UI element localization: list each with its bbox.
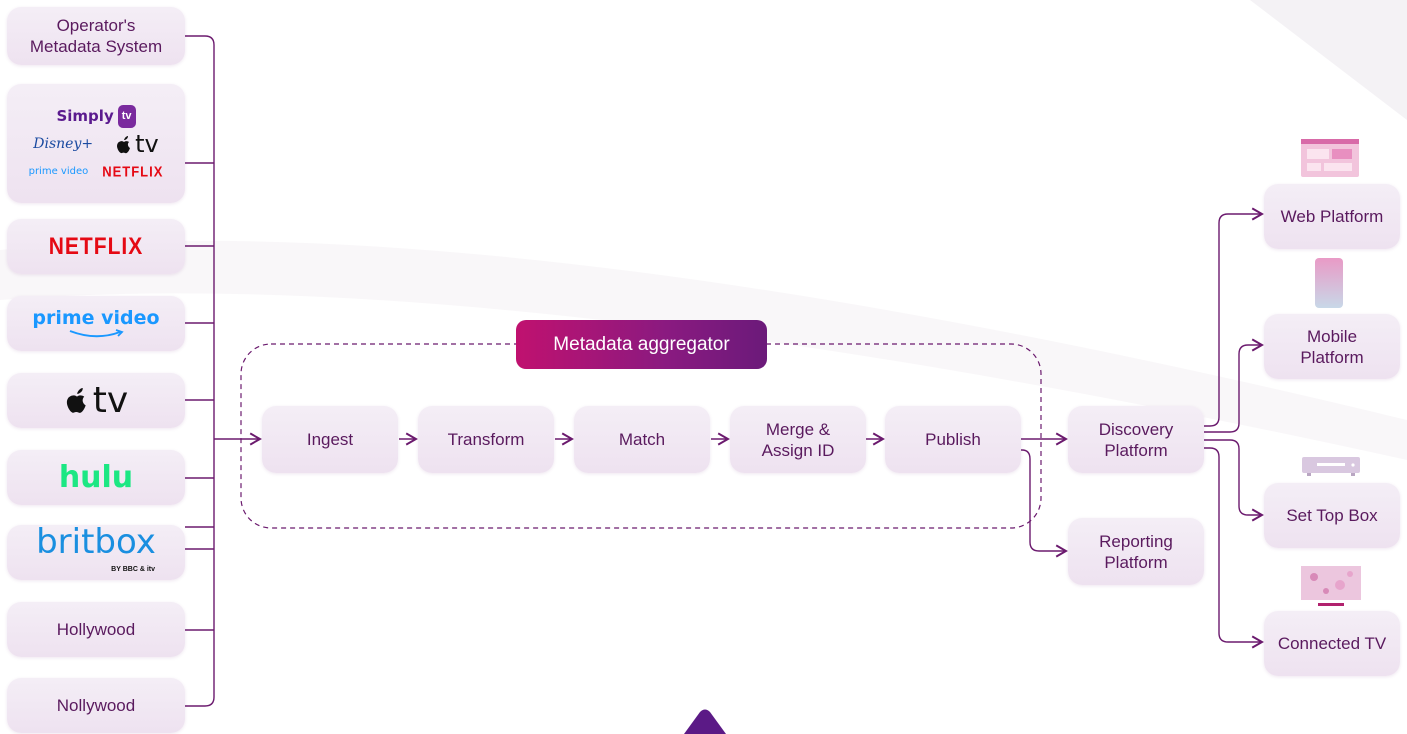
source-britbox: britbox BY BBC & itv <box>7 525 185 580</box>
step-ingest: Ingest <box>262 406 398 473</box>
decorative-shape <box>684 709 726 734</box>
step-match: Match <box>574 406 710 473</box>
apple-tv-wordmark: tv <box>135 130 159 158</box>
britbox-logo: britbox <box>36 522 156 562</box>
source-nollywood: Nollywood <box>7 678 185 733</box>
source-netflix: NETFLIX <box>7 219 185 274</box>
set-top-box-icon <box>1302 457 1360 476</box>
source-label: Operator's Metadata System <box>29 16 163 56</box>
apple-tv-logo: tv <box>115 130 159 158</box>
amazon-smile-icon <box>69 329 124 338</box>
apple-icon <box>66 387 86 413</box>
britbox-subtitle: BY BBC & itv <box>111 566 155 573</box>
step-label: Merge & Assign ID <box>761 419 835 460</box>
platform-label: Connected TV <box>1277 634 1387 653</box>
netflix-logo: NETFLIX <box>48 233 144 260</box>
step-publish: Publish <box>885 406 1021 473</box>
source-apple-tv: tv <box>7 373 185 428</box>
platform-label: Discovery Platform <box>1098 419 1174 460</box>
hulu-logo: hulu <box>58 460 134 495</box>
source-operator-metadata: Operator's Metadata System <box>7 7 185 65</box>
source-multi-logos: Simply tv Disney+ tv prime video NETFLIX <box>7 84 185 203</box>
step-label: Match <box>618 430 666 449</box>
prime-video-logo: prime video <box>32 307 160 329</box>
step-label: Transform <box>447 430 525 449</box>
simply-tv-logo: Simply tv <box>56 105 136 128</box>
platform-label: Set Top Box <box>1286 506 1378 525</box>
discovery-platform: Discovery Platform <box>1068 406 1204 473</box>
platform-label: Reporting Platform <box>1099 531 1173 572</box>
web-browser-icon <box>1301 139 1359 177</box>
simply-wordmark: Simply <box>56 107 114 125</box>
reporting-platform: Reporting Platform <box>1068 518 1204 585</box>
netflix-small-logo: NETFLIX <box>102 162 164 181</box>
apple-tv-wordmark: tv <box>92 379 129 421</box>
apple-icon <box>117 135 131 153</box>
source-label: Nollywood <box>56 696 136 715</box>
connected-tv: Connected TV <box>1264 611 1400 676</box>
mobile-phone-icon <box>1315 258 1343 308</box>
step-label: Ingest <box>306 430 354 449</box>
source-hollywood: Hollywood <box>7 602 185 657</box>
aggregator-title: Metadata aggregator <box>516 320 767 369</box>
apple-tv-logo: tv <box>64 379 129 421</box>
web-platform: Web Platform <box>1264 184 1400 249</box>
platform-label: Web Platform <box>1280 207 1384 226</box>
source-hulu: hulu <box>7 450 185 505</box>
platform-label: Mobile Platform <box>1300 326 1364 367</box>
step-transform: Transform <box>418 406 554 473</box>
simply-tv-badge: tv <box>117 105 136 128</box>
connected-tv-icon <box>1301 566 1361 606</box>
step-merge-assign-id: Merge & Assign ID <box>730 406 866 473</box>
step-label: Publish <box>925 430 981 449</box>
mobile-platform: Mobile Platform <box>1264 314 1400 379</box>
disney-plus-logo: Disney+ <box>33 136 94 152</box>
set-top-box: Set Top Box <box>1264 483 1400 548</box>
source-label: Hollywood <box>56 620 136 639</box>
source-prime-video: prime video <box>7 296 185 351</box>
prime-video-small-logo: prime video <box>28 166 89 177</box>
